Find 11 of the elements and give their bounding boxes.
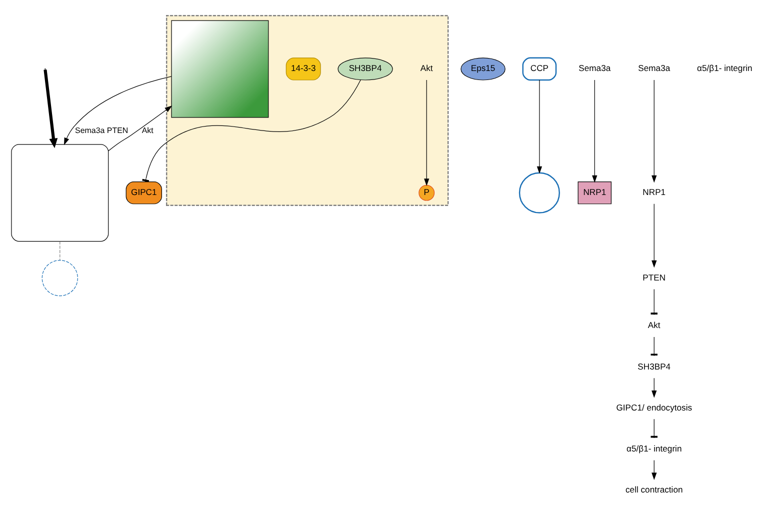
node-text: NRP1 [642,187,666,198]
node-text: Akt [648,320,660,330]
node-text: GIPC1/ endocytosis [616,402,692,412]
node-text: cell contraction [626,484,683,495]
label: α5/β1- integrin [697,63,752,74]
node-text: Sema3a [638,63,670,74]
node-text: α5/β1- integrin [626,443,682,454]
node-text: PTEN [642,272,666,282]
node-text: SH3BP4 [638,361,671,372]
node-text: Akt [420,63,433,74]
node-text: Sema3a [578,63,611,74]
